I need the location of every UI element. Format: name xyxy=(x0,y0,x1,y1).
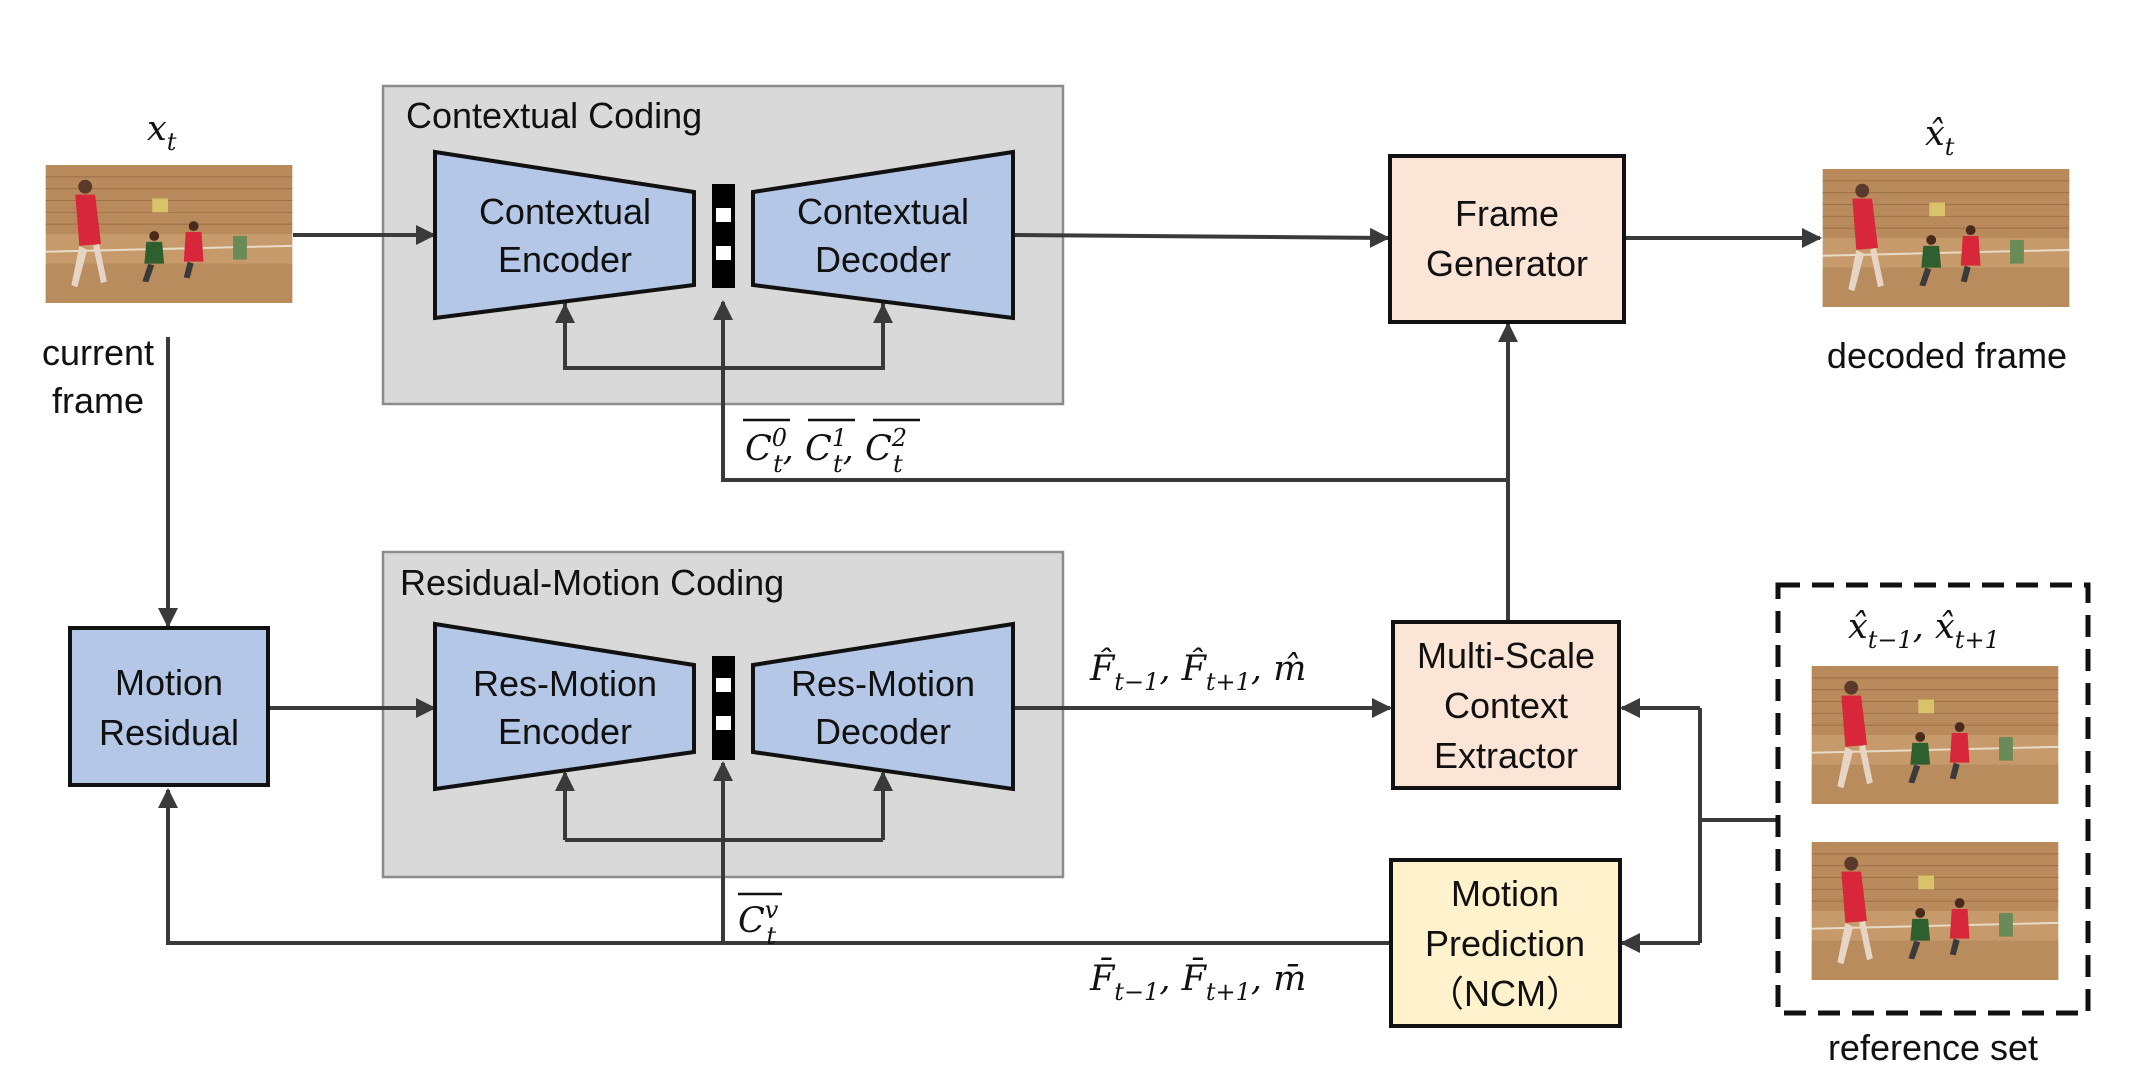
connections xyxy=(158,225,1822,953)
contextual-decoder-block xyxy=(751,149,1015,321)
current-frame-label-line2: frame xyxy=(52,380,144,421)
res-motion-decoder-line1: Res-Motion xyxy=(791,663,975,704)
current-frame-label-line1: current xyxy=(42,332,154,373)
contextual-decoder-line1: Contextual xyxy=(797,191,969,232)
motion-residual-line2: Residual xyxy=(99,712,239,753)
context-extractor-line1: Multi-Scale xyxy=(1417,635,1595,676)
frame-generator-line2: Generator xyxy=(1426,243,1588,284)
res-motion-encoder-line2: Encoder xyxy=(498,711,632,752)
context-extractor-line2: Context xyxy=(1444,685,1568,726)
context-extractor-line3: Extractor xyxy=(1434,735,1578,776)
multi-scale-context-extractor-block xyxy=(1391,620,1621,790)
reference-frames-label: x̂t−1, x̂t+1 xyxy=(1848,607,2000,654)
reference-set-box xyxy=(1775,582,2091,1016)
contextual-encoder-line2: Encoder xyxy=(498,239,632,280)
contextual-coding-title: Contextual Coding xyxy=(406,95,702,136)
motion-prediction-line2: Prediction xyxy=(1425,923,1585,964)
reference-set-label: reference set xyxy=(1828,1027,2038,1068)
frame-generator-block xyxy=(1388,154,1626,324)
res-motion-decoder-line2: Decoder xyxy=(815,711,951,752)
motion-residual-line1: Motion xyxy=(115,662,223,703)
contextual-latent-bar xyxy=(712,184,735,288)
contextual-encoder-line1: Contextual xyxy=(479,191,651,232)
decoded-frame-image xyxy=(1822,169,2070,307)
contextual-encoder-block xyxy=(433,149,696,321)
reference-frame-next xyxy=(1811,842,2059,980)
res-motion-latent-bar xyxy=(712,656,735,760)
motion-residual-block xyxy=(68,626,270,787)
svg-text:Cvt: Cvt xyxy=(738,896,779,950)
motion-prediction-line3: （NCM） xyxy=(1428,973,1582,1014)
svg-text:C0t, C1t, C2t: C0t, C1t, C2t xyxy=(745,424,907,478)
decoded-frame-label: decoded frame xyxy=(1827,335,2067,376)
decoded-motion-label: F̂t−1, F̂t+1, m̂ xyxy=(1089,647,1306,696)
contextual-decoder-line2: Decoder xyxy=(815,239,951,280)
frame-generator-line1: Frame xyxy=(1455,193,1559,234)
motion-prediction-block xyxy=(1389,858,1622,1028)
x-t-label: xt xyxy=(147,109,177,156)
res-motion-decoder-block xyxy=(751,621,1015,792)
residual-motion-coding-title: Residual-Motion Coding xyxy=(400,562,784,603)
reference-frame-previous xyxy=(1811,666,2059,804)
predicted-motion-label: F̄t−1, F̄t+1, m̄ xyxy=(1089,957,1306,1006)
res-motion-encoder-block xyxy=(433,621,696,792)
motion-prediction-line1: Motion xyxy=(1451,873,1559,914)
current-frame-image xyxy=(45,165,293,303)
res-motion-encoder-line1: Res-Motion xyxy=(473,663,657,704)
x-hat-t-label: x̂t xyxy=(1925,114,1955,161)
